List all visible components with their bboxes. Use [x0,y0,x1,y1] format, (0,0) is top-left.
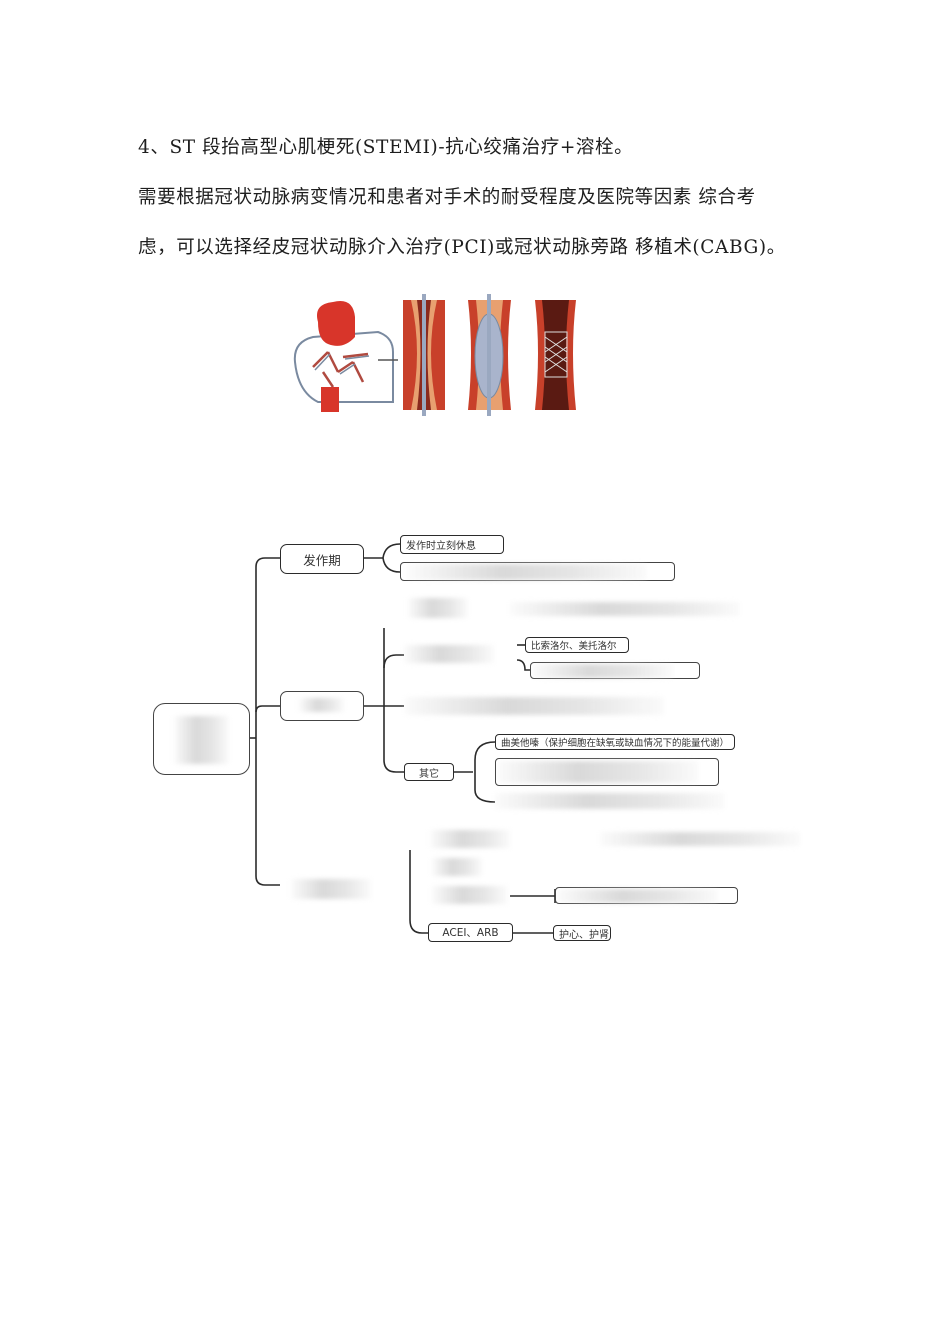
redacted-text [174,716,229,764]
redacted-text [404,697,664,715]
heart-icon [293,301,398,412]
redacted-text [558,889,718,903]
mindmap-branch-attack-period[interactable]: 发作期 [280,544,364,574]
artery-balloon-icon [468,294,511,416]
artery-catheter-icon [403,294,445,416]
redacted-text [407,564,647,580]
redacted-text [299,698,344,712]
mindmap-root-node[interactable] [153,703,250,775]
redacted-text [432,858,482,876]
pci-stent-illustration [293,294,576,416]
redacted-text [495,793,725,809]
mindmap-branch-redacted[interactable] [280,873,380,903]
mindmap-node-protect-heart-kidney[interactable]: 护心、护肾 [553,925,611,941]
mindmap-branch-redacted[interactable] [280,691,364,721]
redacted-text [430,830,510,848]
mindmap-node-bisoprolol-metoprolol[interactable]: 比索洛尔、美托洛尔 [525,637,629,653]
mindmap-node-trimetazidine[interactable]: 曲美他嗪（保护细胞在缺氧或缺血情况下的能量代谢） [495,734,735,750]
mindmap-node-rest-immediately[interactable]: 发作时立刻休息 [400,535,504,554]
redacted-text [408,598,468,618]
section-heading: 4、ST 段抬高型心肌梗死(STEMI)-抗心绞痛治疗+溶栓。 [138,137,634,158]
redacted-text [291,879,371,899]
mindmap-node-redacted[interactable] [400,562,675,581]
redacted-text [404,645,494,663]
redacted-text [600,832,800,846]
artery-stent-icon [535,300,576,410]
mindmap-node-acei-arb[interactable]: ACEI、ARB [428,923,513,942]
mindmap-node-others[interactable]: 其它 [404,763,454,781]
mindmap-node-redacted[interactable] [530,662,700,679]
mindmap-node-redacted[interactable] [495,758,719,786]
body-text-line-1: 需要根据冠状动脉病变情况和患者对手术的耐受程度及医院等因素 综合考 [138,187,756,208]
redacted-text [533,664,673,678]
redacted-text [498,761,698,783]
redacted-text [432,886,507,904]
redacted-text [510,602,740,616]
mindmap-node-redacted[interactable] [555,887,738,904]
body-text-line-2: 虑，可以选择经皮冠状动脉介入治疗(PCI)或冠状动脉旁路 移植术(CABG)。 [138,237,786,258]
